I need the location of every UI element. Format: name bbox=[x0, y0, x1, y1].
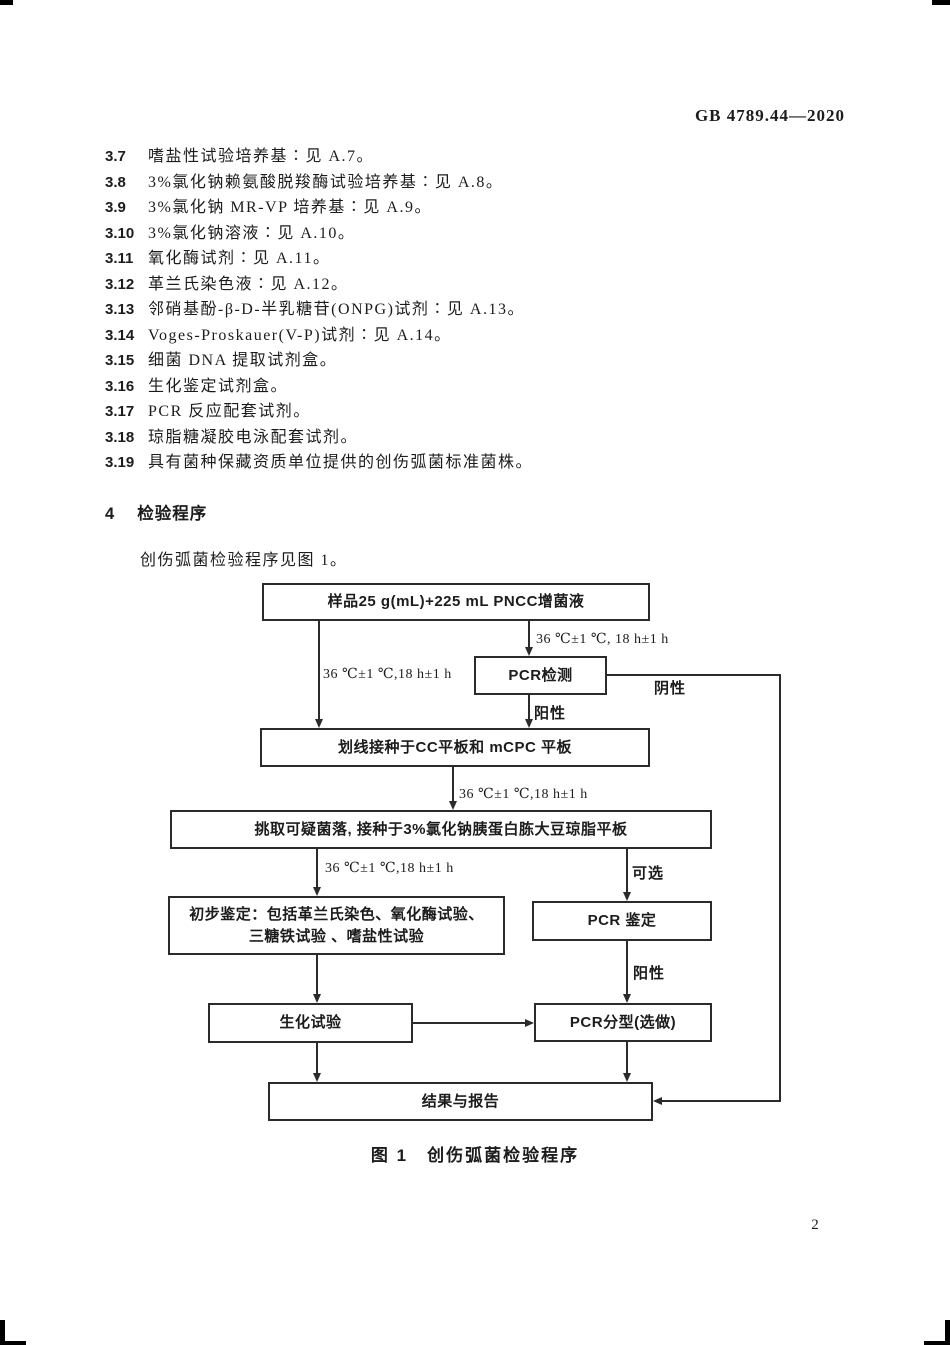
flow-box-report: 结果与报告 bbox=[268, 1082, 653, 1121]
flow-box-pcr-test: PCR检测 bbox=[474, 656, 607, 695]
list-item-text: 3%氯化钠赖氨酸脱羧酶试验培养基∶见 A.8。 bbox=[148, 174, 504, 191]
flow-box-biochemical-test: 生化试验 bbox=[208, 1003, 413, 1043]
scan-artifact bbox=[0, 0, 13, 5]
list-item-text: 嗜盐性试验培养基∶见 A.7。 bbox=[148, 148, 375, 165]
list-item-text: Voges-Proskauer(V-P)试剂∶见 A.14。 bbox=[148, 327, 452, 344]
connector-sample-to-pcr-test bbox=[528, 620, 530, 647]
connector-negative-vertical bbox=[779, 674, 781, 1102]
connector-biochem-to-typing bbox=[413, 1022, 525, 1024]
section-title: 检验程序 bbox=[137, 505, 208, 523]
flow-box-pick-colonies: 挑取可疑菌落, 接种于3%氯化钠胰蛋白胨大豆琼脂平板 bbox=[170, 810, 712, 849]
list-item: 3.15 细菌 DNA 提取试剂盒。 bbox=[105, 346, 337, 370]
list-item: 3.8 3%氯化钠赖氨酸脱羧酶试验培养基∶见 A.8。 bbox=[105, 168, 503, 192]
list-item: 3.9 3%氯化钠 MR-VP 培养基∶见 A.9。 bbox=[105, 193, 432, 217]
edge-label-incubation-prelim: 36 ℃±1 ℃,18 h±1 h bbox=[325, 861, 454, 876]
edge-label-incubation-left: 36 ℃±1 ℃,18 h±1 h bbox=[323, 667, 452, 682]
list-item: 3.13 邻硝基酚-β-D-半乳糖苷(ONPG)试剂∶见 A.13。 bbox=[105, 295, 525, 319]
list-item-number: 3.12 bbox=[105, 276, 135, 293]
scan-artifact bbox=[924, 1341, 950, 1345]
connector-streak-to-pick bbox=[452, 767, 454, 801]
list-item-number: 3.9 bbox=[105, 199, 126, 216]
flow-box-pcr-identification: PCR 鉴定 bbox=[532, 901, 712, 941]
figure-caption: 图 1 创伤弧菌检验程序 bbox=[370, 1146, 580, 1165]
list-item-number: 3.18 bbox=[105, 429, 135, 446]
section-intro: 创伤弧菌检验程序见图 1。 bbox=[140, 552, 348, 569]
arrowhead-down bbox=[623, 994, 631, 1003]
arrowhead-down bbox=[525, 647, 533, 656]
list-item: 3.11 氧化酶试剂∶见 A.11。 bbox=[105, 244, 330, 268]
section-heading: 4 检验程序 bbox=[105, 500, 207, 524]
standard-code: GB 4789.44—2020 bbox=[694, 106, 845, 125]
list-item-text: 邻硝基酚-β-D-半乳糖苷(ONPG)试剂∶见 A.13。 bbox=[148, 301, 525, 318]
preliminary-id-line2: 三糖铁试验 、嗜盐性试验 bbox=[248, 927, 425, 945]
flow-box-preliminary-id: 初步鉴定：包括革兰氏染色、氧化酶试验、 三糖铁试验 、嗜盐性试验 bbox=[168, 896, 505, 955]
list-item-number: 3.16 bbox=[105, 378, 135, 395]
list-item-number: 3.14 bbox=[105, 327, 135, 344]
list-item-number: 3.7 bbox=[105, 148, 126, 165]
list-item: 3.14 Voges-Proskauer(V-P)试剂∶见 A.14。 bbox=[105, 321, 452, 345]
flow-box-streak-plates: 划线接种于CC平板和 mCPC 平板 bbox=[260, 728, 650, 767]
edge-label-incubation-pick: 36 ℃±1 ℃,18 h±1 h bbox=[459, 787, 588, 802]
list-item-number: 3.10 bbox=[105, 225, 135, 242]
list-item-text: 3%氯化钠 MR-VP 培养基∶见 A.9。 bbox=[148, 199, 432, 216]
arrowhead-down bbox=[623, 892, 631, 901]
connector-negative-to-report bbox=[662, 1100, 780, 1102]
list-item-number: 3.19 bbox=[105, 454, 135, 471]
connector-typing-to-report bbox=[626, 1042, 628, 1073]
edge-label-negative: 阴性 bbox=[654, 680, 687, 697]
edge-label-positive-1: 阳性 bbox=[534, 705, 567, 722]
edge-label-positive-2: 阳性 bbox=[633, 965, 666, 982]
list-item: 3.19 具有菌种保藏资质单位提供的创伤弧菌标准菌株。 bbox=[105, 448, 533, 472]
arrowhead-down bbox=[623, 1073, 631, 1082]
list-item-text: 3%氯化钠溶液∶见 A.10。 bbox=[148, 225, 356, 242]
arrowhead-down bbox=[525, 719, 533, 728]
scan-artifact bbox=[0, 1341, 26, 1345]
arrowhead-down bbox=[313, 887, 321, 896]
arrowhead-down bbox=[313, 1073, 321, 1082]
list-item: 3.17 PCR 反应配套试剂。 bbox=[105, 397, 311, 421]
section-number: 4 bbox=[105, 505, 116, 523]
edge-label-optional: 可选 bbox=[632, 865, 665, 882]
arrowhead-down bbox=[313, 994, 321, 1003]
connector-negative-horizontal bbox=[607, 674, 781, 676]
list-item-text: 氧化酶试剂∶见 A.11。 bbox=[148, 250, 331, 267]
arrowhead-down bbox=[449, 801, 457, 810]
connector-pcr-test-to-streak bbox=[528, 695, 530, 719]
scan-artifact bbox=[0, 1320, 5, 1345]
list-item-number: 3.11 bbox=[105, 250, 134, 267]
list-item-text: 琼脂糖凝胶电泳配套试剂。 bbox=[148, 429, 359, 446]
arrowhead-down bbox=[315, 719, 323, 728]
edge-label-incubation-pcr: 36 ℃±1 ℃, 18 h±1 h bbox=[536, 632, 669, 647]
list-item-number: 3.8 bbox=[105, 174, 126, 191]
list-item-text: 生化鉴定试剂盒。 bbox=[148, 378, 289, 395]
list-item-text: 具有菌种保藏资质单位提供的创伤弧菌标准菌株。 bbox=[148, 454, 534, 471]
page-number: 2 bbox=[811, 1217, 819, 1233]
list-item: 3.10 3%氯化钠溶液∶见 A.10。 bbox=[105, 219, 355, 243]
list-item-text: 革兰氏染色液∶见 A.12。 bbox=[148, 276, 349, 293]
connector-pick-to-pcr-id bbox=[626, 849, 628, 892]
connector-biochem-to-report bbox=[316, 1043, 318, 1073]
connector-preliminary-to-biochem bbox=[316, 955, 318, 994]
list-item-number: 3.15 bbox=[105, 352, 135, 369]
arrowhead-right bbox=[525, 1019, 534, 1027]
list-item-text: 细菌 DNA 提取试剂盒。 bbox=[148, 352, 338, 369]
flow-box-sample: 样品25 g(mL)+225 mL PNCC增菌液 bbox=[262, 583, 650, 621]
scan-artifact bbox=[945, 1320, 950, 1345]
connector-pcr-id-to-typing bbox=[626, 941, 628, 994]
scan-artifact bbox=[932, 0, 950, 5]
flow-box-pcr-typing: PCR分型(选做) bbox=[534, 1003, 712, 1042]
arrowhead-left bbox=[653, 1097, 662, 1105]
list-item: 3.16 生化鉴定试剂盒。 bbox=[105, 372, 288, 396]
preliminary-id-line1: 初步鉴定：包括革兰氏染色、氧化酶试验、 bbox=[189, 905, 484, 923]
list-item: 3.7 嗜盐性试验培养基∶见 A.7。 bbox=[105, 142, 374, 166]
list-item-text: PCR 反应配套试剂。 bbox=[148, 403, 311, 420]
connector-pick-to-preliminary bbox=[316, 849, 318, 887]
list-item: 3.12 革兰氏染色液∶见 A.12。 bbox=[105, 270, 349, 294]
list-item-number: 3.13 bbox=[105, 301, 135, 318]
connector-sample-to-streak bbox=[318, 620, 320, 719]
list-item: 3.18 琼脂糖凝胶电泳配套试剂。 bbox=[105, 423, 358, 447]
list-item-number: 3.17 bbox=[105, 403, 135, 420]
